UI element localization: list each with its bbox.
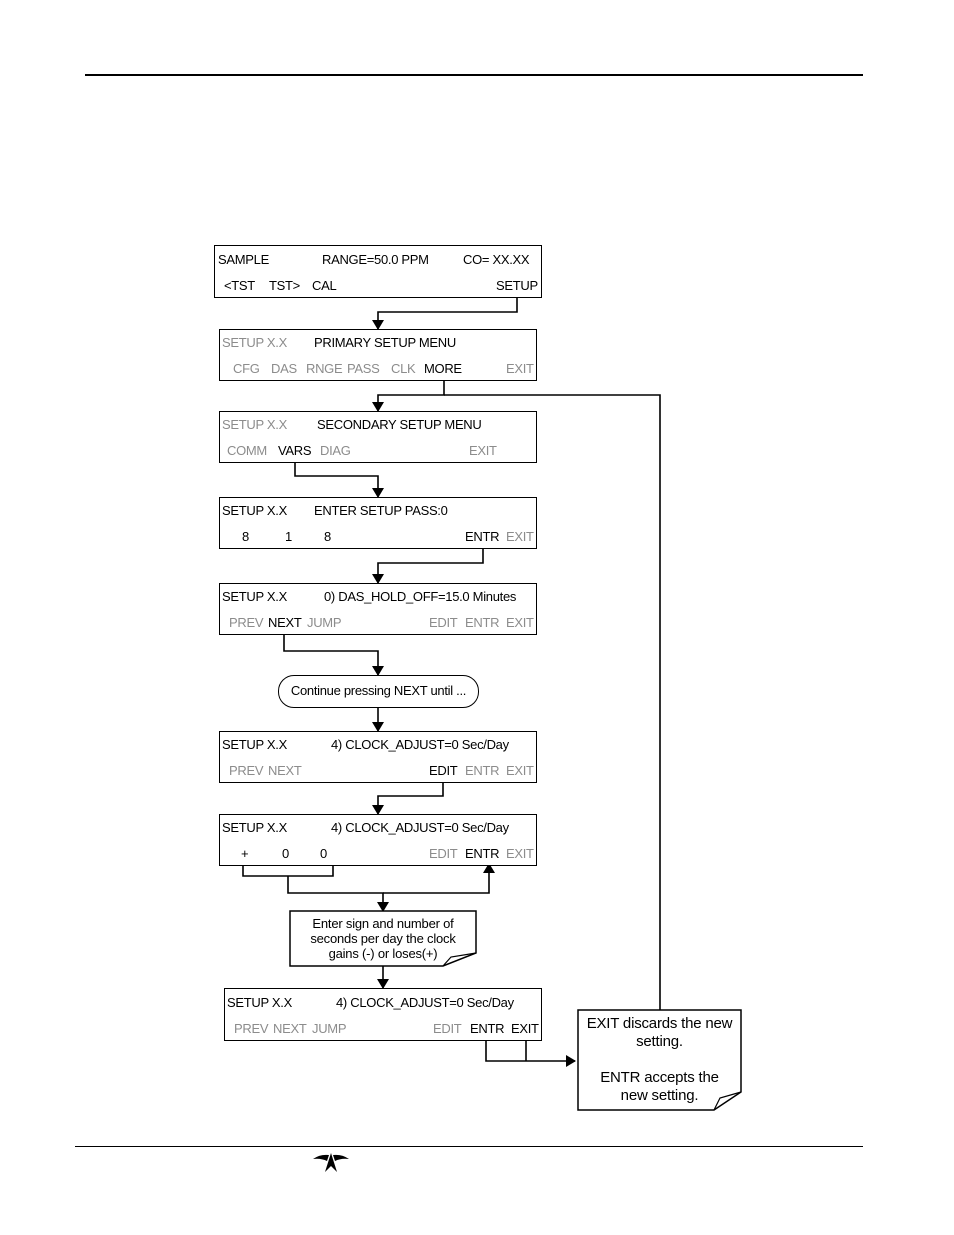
digit-button-3[interactable]: 8 bbox=[324, 529, 331, 544]
screen-prefix: SETUP X.X bbox=[222, 737, 287, 752]
concentration-label: CO= XX.XX bbox=[463, 252, 530, 267]
exit-button[interactable]: EXIT bbox=[511, 1021, 539, 1036]
exit-key-label: EXIT bbox=[586, 1015, 619, 1032]
screen-prefix: SETUP X.X bbox=[222, 417, 287, 432]
digit-button-1[interactable]: 8 bbox=[242, 529, 249, 544]
exit-button[interactable]: EXIT bbox=[506, 615, 534, 630]
sign-note-line: seconds per day the clock bbox=[310, 931, 456, 946]
tst-next-button[interactable]: TST> bbox=[269, 278, 300, 293]
prev-button[interactable]: PREV bbox=[234, 1021, 269, 1036]
edit-button[interactable]: EDIT bbox=[429, 615, 458, 630]
screen-prefix: SETUP X.X bbox=[222, 503, 287, 518]
screen-secondary-setup: SETUP X.X SECONDARY SETUP MENU COMM VARS… bbox=[219, 411, 537, 463]
edit-button[interactable]: EDIT bbox=[429, 763, 458, 778]
exit-button[interactable]: EXIT bbox=[506, 846, 534, 861]
sign-note-box bbox=[289, 910, 477, 967]
prompt-label: ENTER SETUP PASS:0 bbox=[314, 503, 448, 518]
das-button[interactable]: DAS bbox=[271, 361, 297, 376]
variable-label: 4) CLOCK_ADJUST=0 Sec/Day bbox=[331, 820, 509, 835]
range-label: RANGE=50.0 PPM bbox=[322, 252, 429, 267]
prev-button[interactable]: PREV bbox=[229, 763, 264, 778]
exit-note-text: EXIT discards the new setting. ENTR acce… bbox=[580, 1015, 739, 1105]
exit-button[interactable]: EXIT bbox=[506, 763, 534, 778]
footer-rule bbox=[75, 1146, 863, 1147]
continue-note-pre: Continue pressing bbox=[290, 683, 394, 698]
header-rule bbox=[85, 74, 863, 76]
exit-note-desc2: setting. bbox=[636, 1033, 683, 1050]
digit-button-2[interactable]: 0 bbox=[320, 846, 327, 861]
digit-button-2[interactable]: 1 bbox=[285, 529, 292, 544]
next-button[interactable]: NEXT bbox=[268, 615, 302, 630]
screen-prefix: SETUP X.X bbox=[222, 589, 287, 604]
exit-button[interactable]: EXIT bbox=[506, 529, 534, 544]
exit-note-desc: discards the new bbox=[618, 1015, 733, 1032]
teledyne-logo bbox=[313, 1153, 349, 1172]
exit-button[interactable]: EXIT bbox=[506, 361, 534, 376]
screen-clock-adjust-edit: SETUP X.X 4) CLOCK_ADJUST=0 Sec/Day + 0 … bbox=[219, 814, 537, 866]
screen-prefix: SETUP X.X bbox=[222, 820, 287, 835]
entr-key-label: ENTR bbox=[600, 1069, 641, 1086]
continue-note-post: until ... bbox=[427, 683, 467, 698]
clk-button[interactable]: CLK bbox=[391, 361, 416, 376]
entr-button[interactable]: ENTR bbox=[465, 846, 500, 861]
menu-title: PRIMARY SETUP MENU bbox=[314, 335, 456, 350]
setup-button[interactable]: SETUP bbox=[496, 278, 538, 293]
cfg-button[interactable]: CFG bbox=[233, 361, 260, 376]
mode-label: SAMPLE bbox=[218, 252, 269, 267]
sign-note-line: gains (-) or loses(+) bbox=[328, 946, 438, 961]
comm-button[interactable]: COMM bbox=[227, 443, 267, 458]
variable-label: 4) CLOCK_ADJUST=0 Sec/Day bbox=[336, 995, 514, 1010]
screen-sample: SAMPLE RANGE=50.0 PPM CO= XX.XX <TST TST… bbox=[214, 245, 542, 298]
entr-button[interactable]: ENTR bbox=[470, 1021, 505, 1036]
pass-button[interactable]: PASS bbox=[347, 361, 380, 376]
entr-button[interactable]: ENTR bbox=[465, 615, 500, 630]
entr-button[interactable]: ENTR bbox=[465, 529, 500, 544]
continue-note-key: NEXT bbox=[393, 683, 428, 698]
screen-das-hold-off: SETUP X.X 0) DAS_HOLD_OFF=15.0 Minutes P… bbox=[219, 583, 537, 635]
diag-button[interactable]: DIAG bbox=[320, 443, 351, 458]
variable-label: 0) DAS_HOLD_OFF=15.0 Minutes bbox=[324, 589, 517, 604]
sign-button[interactable]: + bbox=[241, 846, 249, 861]
next-button[interactable]: NEXT bbox=[273, 1021, 307, 1036]
screen-prefix: SETUP X.X bbox=[227, 995, 292, 1010]
next-button[interactable]: NEXT bbox=[268, 763, 302, 778]
screen-clock-adjust-view: SETUP X.X 4) CLOCK_ADJUST=0 Sec/Day PREV… bbox=[219, 731, 537, 783]
more-button[interactable]: MORE bbox=[424, 361, 462, 376]
entr-note-desc2: new setting. bbox=[620, 1087, 699, 1104]
digit-button-1[interactable]: 0 bbox=[282, 846, 289, 861]
exit-note-box bbox=[577, 1009, 742, 1111]
cal-button[interactable]: CAL bbox=[312, 278, 337, 293]
sign-note-text: Enter sign and number of seconds per day… bbox=[292, 916, 474, 961]
jump-button[interactable]: JUMP bbox=[312, 1021, 347, 1036]
screen-clock-adjust-result: SETUP X.X 4) CLOCK_ADJUST=0 Sec/Day PREV… bbox=[224, 988, 542, 1041]
edit-button[interactable]: EDIT bbox=[429, 846, 458, 861]
tst-prev-button[interactable]: <TST bbox=[224, 278, 255, 293]
sign-note-line: Enter sign and number of bbox=[312, 916, 454, 931]
screen-primary-setup: SETUP X.X PRIMARY SETUP MENU CFG DAS RNG… bbox=[219, 329, 537, 381]
entr-note-desc: accepts the bbox=[640, 1069, 719, 1086]
edit-button[interactable]: EDIT bbox=[433, 1021, 462, 1036]
screen-enter-pass: SETUP X.X ENTER SETUP PASS:0 8 1 8 ENTR … bbox=[219, 497, 537, 549]
variable-label: 4) CLOCK_ADJUST=0 Sec/Day bbox=[331, 737, 509, 752]
continue-note: Continue pressing NEXT until ... bbox=[278, 675, 479, 708]
exit-button[interactable]: EXIT bbox=[469, 443, 497, 458]
menu-title: SECONDARY SETUP MENU bbox=[317, 417, 482, 432]
vars-button[interactable]: VARS bbox=[278, 443, 312, 458]
entr-button[interactable]: ENTR bbox=[465, 763, 500, 778]
rnge-button[interactable]: RNGE bbox=[306, 361, 343, 376]
prev-button[interactable]: PREV bbox=[229, 615, 264, 630]
screen-prefix: SETUP X.X bbox=[222, 335, 287, 350]
jump-button[interactable]: JUMP bbox=[307, 615, 342, 630]
